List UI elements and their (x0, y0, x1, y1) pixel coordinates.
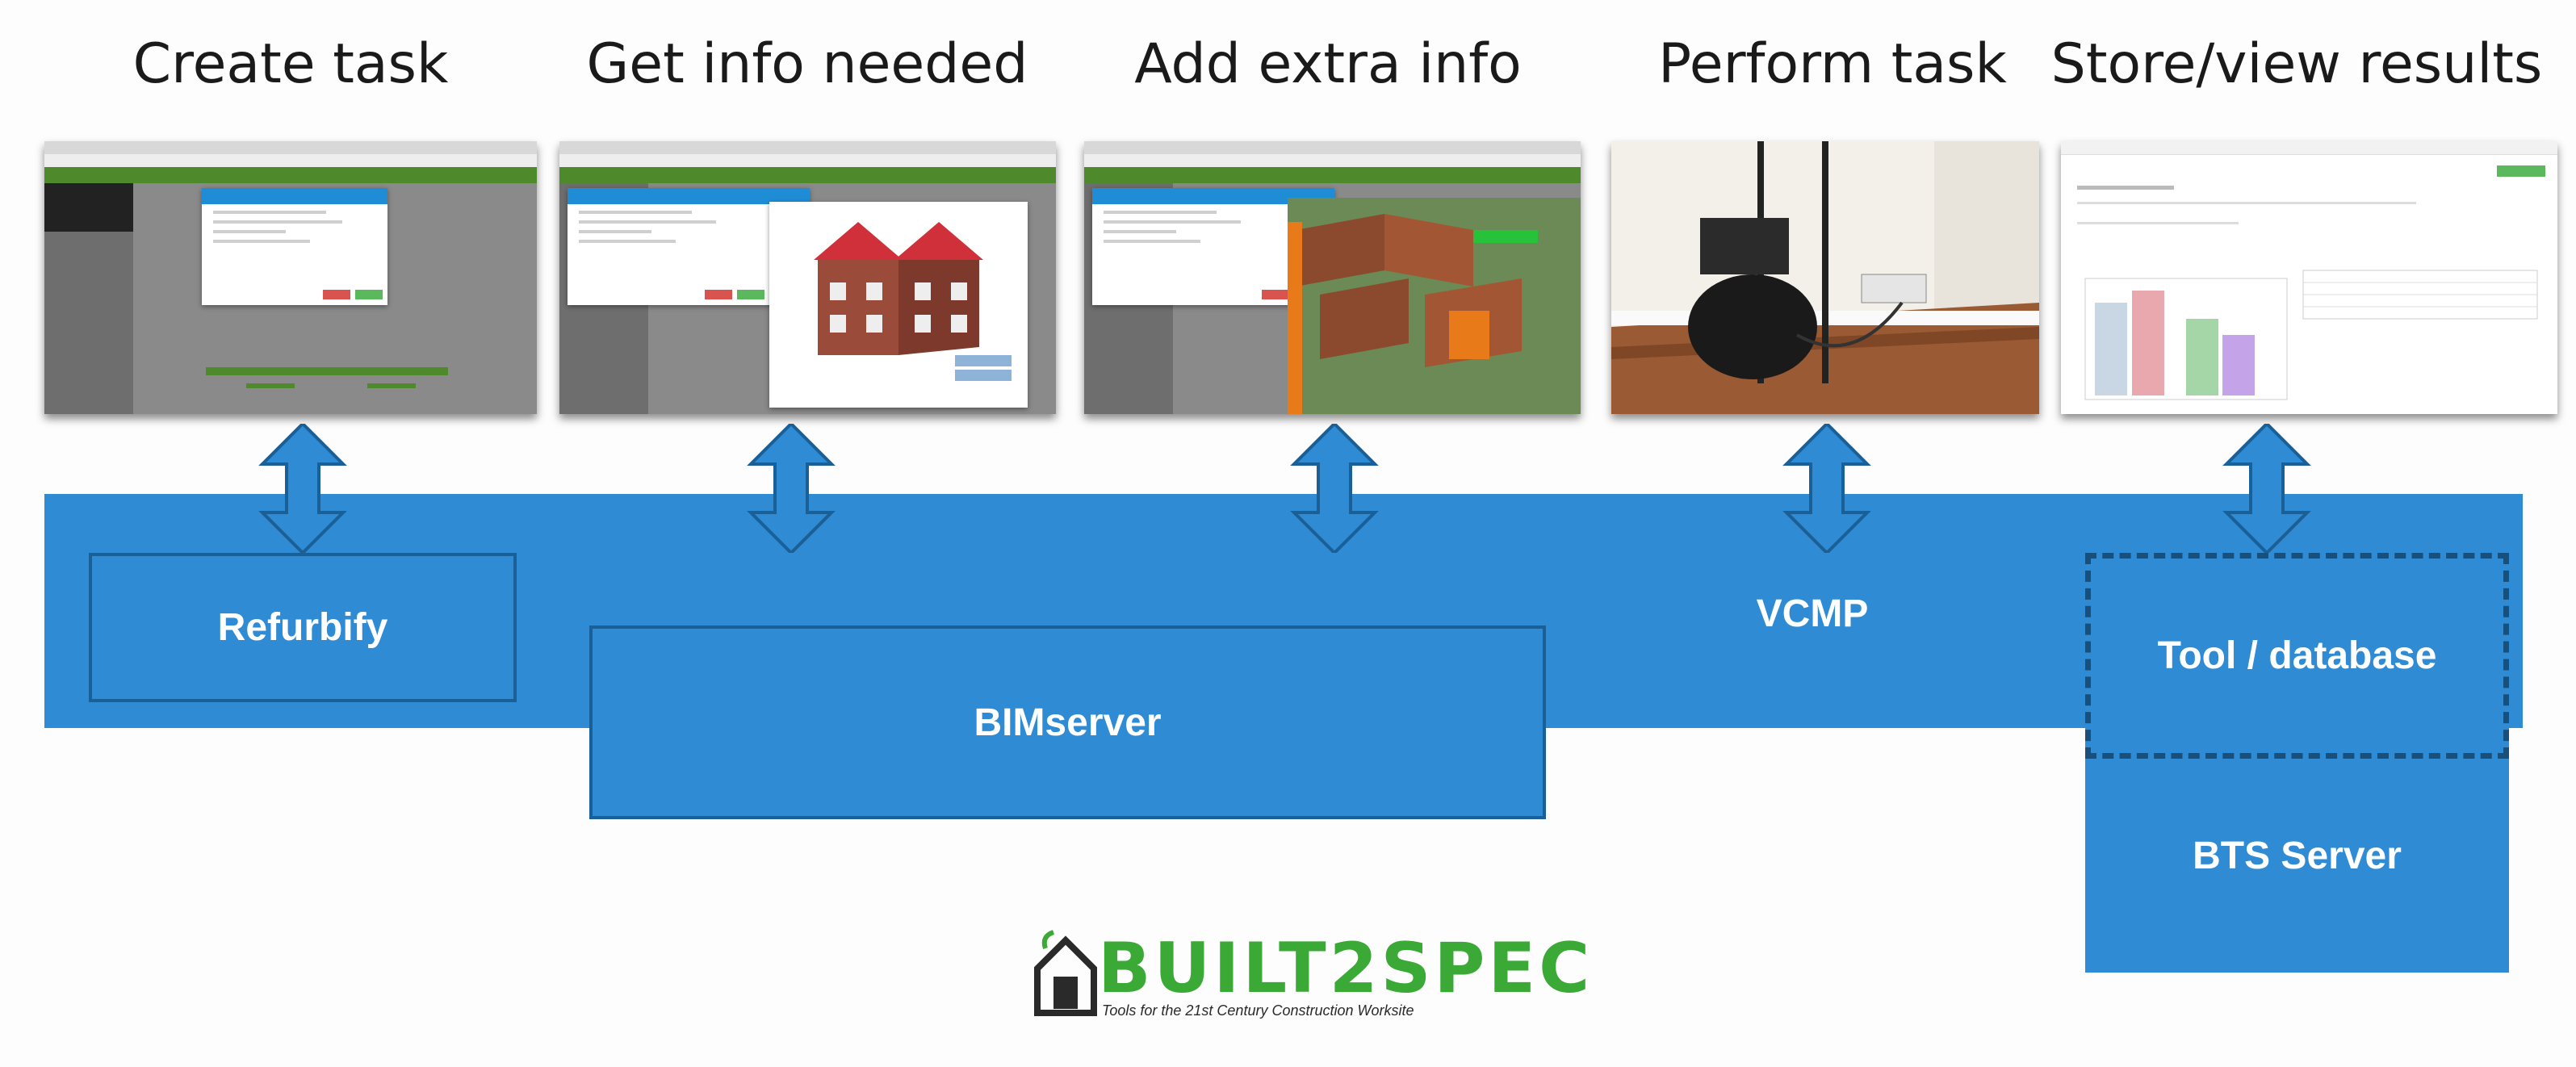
bts-server-box: BTS Server (2085, 747, 2509, 973)
get-info-screenshot (559, 141, 1056, 414)
bimserver-box: BIMserver (589, 626, 1546, 819)
house-logo-icon (1034, 930, 1097, 1016)
building-model-icon (814, 222, 1012, 381)
double-arrow-icon (747, 424, 836, 553)
results-chart-thumbnail (2084, 270, 2538, 400)
logo-wordmark: BUILT2SPEC (1098, 928, 1594, 1009)
create-task-screenshot (44, 141, 537, 414)
double-arrow-icon (1290, 424, 1379, 553)
step-title-create-task: Create task (132, 32, 449, 96)
logo-tagline: Tools for the 21st Century Construction … (1102, 1002, 1414, 1019)
double-arrow-icon (1782, 424, 1871, 553)
vcmp-label: VCMP (1756, 592, 1869, 635)
results-screenshot (2061, 141, 2557, 414)
double-arrow-icon (2222, 424, 2311, 553)
add-extra-info-screenshot (1084, 141, 1581, 414)
bts-server-label: BTS Server (2193, 834, 2402, 877)
built2spec-logo: BUILT2SPEC Tools for the 21st Century Co… (1025, 928, 1590, 1021)
step-title-add-extra-info: Add extra info (1134, 32, 1522, 96)
refurbify-box: Refurbify (89, 553, 517, 702)
tool-database-box: Tool / database (2085, 553, 2509, 759)
bimserver-label: BIMserver (974, 701, 1162, 744)
double-arrow-icon (258, 424, 347, 553)
step-title-get-info: Get info needed (586, 32, 1028, 96)
step-title-store-view-results: Store/view results (2050, 32, 2543, 96)
tool-database-label: Tool / database (2157, 634, 2437, 677)
refurbify-label: Refurbify (217, 606, 388, 649)
floorplan-model-icon (1288, 198, 1581, 414)
step-title-perform-task: Perform task (1658, 32, 2007, 96)
perform-task-photo (1611, 141, 2039, 414)
equipment-photo (1611, 141, 2039, 414)
